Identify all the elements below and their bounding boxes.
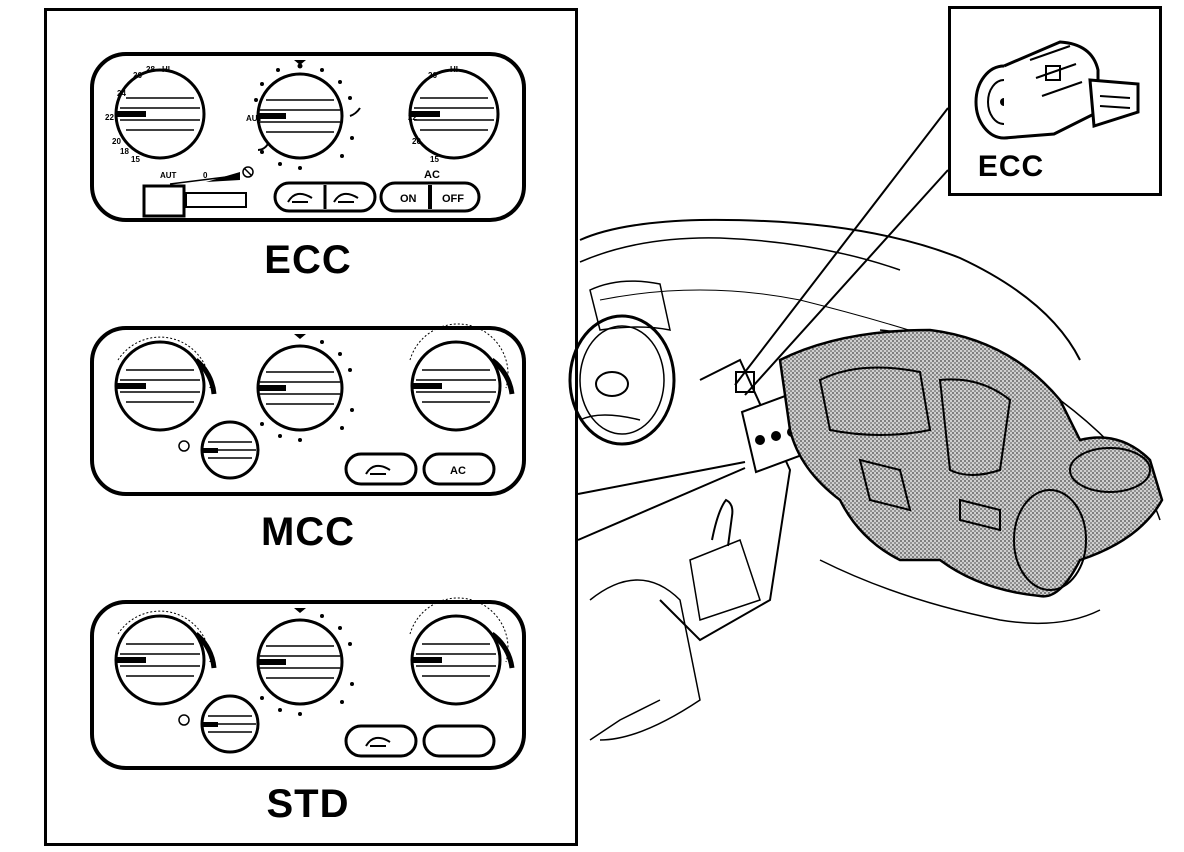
mcc-recirc-button[interactable] — [344, 452, 418, 486]
std-fan-icon — [178, 714, 190, 726]
ecc-mode-label-aut: AUT — [246, 114, 263, 123]
ecc-left-tick-20: 20 — [112, 137, 121, 146]
ecc-ac-on-button: ON — [400, 193, 417, 205]
car-interior-illustration — [568, 218, 1164, 741]
ecc-mode-knob[interactable] — [256, 72, 344, 160]
car-recirc-icon — [287, 192, 313, 203]
mcc-ac-button[interactable]: AC — [422, 452, 496, 486]
std-mode-knob[interactable] — [256, 618, 344, 706]
ecc-right-tick-22: 22 — [408, 113, 417, 122]
ecc-face-vent-icon — [349, 107, 361, 117]
std-car-recirc-icon — [365, 736, 391, 747]
fan-slider-track — [185, 192, 247, 208]
ecc-right-tick-hi: HI — [450, 65, 458, 74]
std-mode-dial-dots — [260, 614, 354, 716]
std-left-temp-knob[interactable] — [114, 614, 206, 706]
ecc-fan-slider[interactable] — [142, 172, 247, 218]
fan-label-0: 0 — [203, 171, 208, 180]
gear-shifter-drawing — [711, 498, 734, 547]
ecc-inset-caption: ECC — [977, 150, 1045, 183]
ecc-feet-vent-icon — [257, 143, 269, 151]
ecc-mode-dial-dots — [254, 63, 354, 170]
ecc-module-drawing — [974, 40, 1140, 140]
ecc-panel: 26 28 24 22 20 18 15 HI AUT — [90, 52, 526, 222]
std-right-temp-knob[interactable] — [410, 614, 502, 706]
ecc-left-tick-15: 15 — [131, 155, 140, 164]
fan-label-aut: AUT — [160, 171, 177, 180]
std-defrost-icon — [294, 608, 306, 613]
ecc-right-dial-ticks: 22 26 HI 20 15 — [408, 65, 458, 164]
defrost-icon — [294, 60, 306, 65]
mcc-fan-icon — [178, 440, 190, 452]
ecc-left-tick-18: 18 — [120, 147, 129, 156]
ecc-ac-label: AC — [424, 169, 440, 181]
std-panel-caption: STD — [266, 782, 350, 826]
hvac-unit-drawing — [778, 328, 1164, 598]
ecc-left-tick-24: 24 — [117, 89, 126, 98]
std-fan-knob[interactable] — [200, 694, 260, 754]
ecc-right-tick-26: 26 — [428, 71, 437, 80]
mcc-panel-caption: MCC — [260, 510, 356, 554]
mcc-mode-knob[interactable] — [256, 344, 344, 432]
ecc-left-tick-26: 26 — [133, 71, 142, 80]
ecc-left-tick-22: 22 — [105, 113, 114, 122]
mcc-left-temp-knob[interactable] — [114, 340, 206, 432]
ecc-right-tick-20: 20 — [412, 137, 421, 146]
std-blank-button[interactable] — [422, 724, 496, 758]
mcc-mode-dial-dots — [260, 340, 354, 442]
ecc-right-temp-knob[interactable] — [408, 68, 500, 160]
ecc-recirc-buttons[interactable] — [273, 181, 377, 213]
std-recirc-button[interactable] — [344, 724, 418, 758]
mcc-right-temp-knob[interactable] — [410, 340, 502, 432]
mcc-fan-knob[interactable] — [200, 420, 260, 480]
ecc-left-temp-knob[interactable] — [114, 68, 206, 160]
fan-icon — [242, 166, 254, 178]
ecc-left-tick-28: 28 — [146, 65, 155, 74]
mcc-ac-button-label: AC — [450, 465, 466, 477]
car-fresh-air-icon — [333, 192, 359, 203]
steering-wheel-drawing — [568, 314, 676, 446]
mcc-car-recirc-icon — [365, 464, 391, 475]
callout-lines — [577, 107, 949, 541]
mcc-panel: AC — [90, 323, 526, 496]
ecc-left-tick-hi: HI — [162, 65, 170, 74]
std-panel — [90, 597, 526, 770]
ecc-left-dial-ticks: 26 28 24 22 20 18 15 HI — [105, 65, 170, 164]
ecc-ac-off-button: OFF — [442, 193, 464, 205]
fan-slider-knob — [142, 184, 186, 218]
ecc-panel-caption: ECC — [264, 238, 352, 282]
mcc-defrost-icon — [294, 334, 306, 339]
ecc-right-tick-15: 15 — [430, 155, 439, 164]
ecc-ac-buttons[interactable]: ON OFF — [379, 181, 481, 213]
